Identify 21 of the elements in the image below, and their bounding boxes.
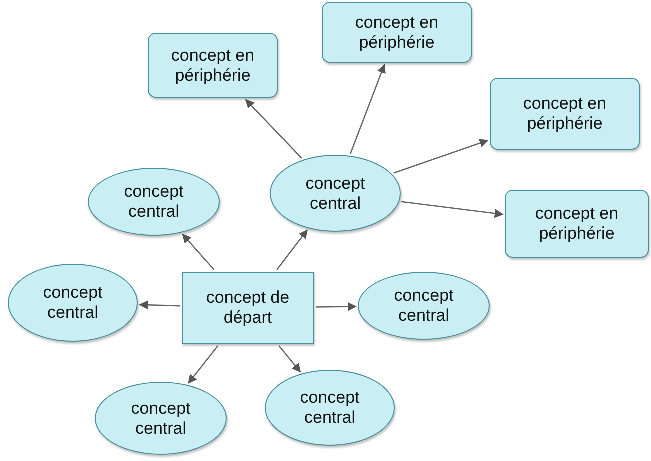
arrow [139, 300, 180, 310]
concept-box: concept de départ [182, 272, 314, 344]
arrow [394, 139, 489, 174]
arrow [188, 346, 219, 384]
concept-ellipse: concept central [8, 264, 138, 342]
concept-box: concept en périphérie [148, 33, 278, 98]
concept-box: concept en périphérie [322, 2, 472, 63]
concept-ellipse: concept central [88, 168, 220, 236]
concept-ellipse: concept central [358, 272, 490, 340]
arrow [401, 201, 504, 218]
concept-box: concept en périphérie [505, 190, 649, 258]
arrow [316, 302, 357, 312]
arrow [278, 346, 302, 373]
arrow [276, 230, 308, 270]
concept-ellipse: concept central [265, 370, 395, 446]
arrow [182, 234, 215, 270]
concept-box: concept en périphérie [490, 78, 640, 150]
concept-ellipse: concept central [270, 155, 401, 232]
arrow [245, 99, 302, 159]
concept-ellipse: concept central [95, 382, 227, 455]
arrow [350, 64, 386, 154]
